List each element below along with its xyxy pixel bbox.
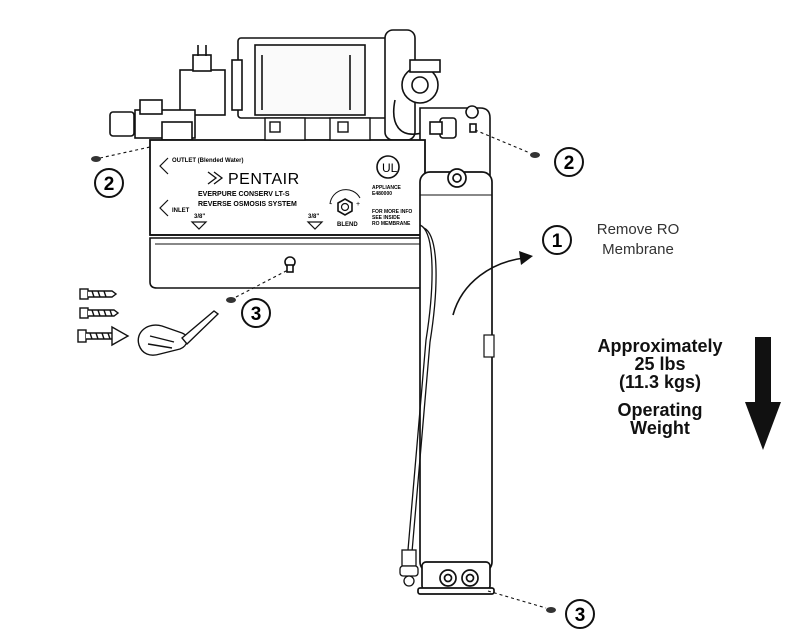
callout-2-right: 2 bbox=[554, 147, 584, 177]
callout-2-right-label: 2 bbox=[564, 153, 575, 174]
ul-mark: UL bbox=[382, 161, 398, 175]
outlet-label: OUTLET (Blended Water) bbox=[172, 158, 243, 164]
weight-down-arrow bbox=[745, 337, 781, 450]
screw-3-mid bbox=[226, 269, 289, 303]
inlet-label: INLET bbox=[172, 208, 190, 214]
tubing bbox=[399, 224, 437, 587]
callout-1-label: 1 bbox=[552, 231, 563, 252]
listing-line-1: APPLIANCE bbox=[372, 185, 402, 191]
remove-note-line-1: Remove RO bbox=[596, 221, 680, 238]
ro-membrane-housing bbox=[417, 168, 495, 595]
info-line-2: SEE INSIDE bbox=[372, 215, 401, 221]
solenoid-valve bbox=[109, 45, 226, 141]
screw-2-right bbox=[474, 129, 540, 158]
weight-note: Approximately 25 lbs (11.3 kgs) Operatin… bbox=[575, 337, 745, 437]
callout-2-left: 2 bbox=[94, 168, 124, 198]
ul-mark-icon bbox=[376, 155, 400, 179]
remove-membrane-arrow bbox=[452, 251, 533, 316]
remove-note-line-2: Membrane bbox=[602, 241, 674, 258]
product-line-1: EVERPURE CONSERV LT-S bbox=[198, 191, 290, 198]
screw-2-left bbox=[91, 146, 151, 162]
product-line-2: REVERSE OSMOSIS SYSTEM bbox=[198, 201, 297, 208]
blend-minus: - bbox=[330, 201, 333, 208]
callout-2-left-label: 2 bbox=[104, 174, 115, 195]
port-size-right: 3/8" bbox=[308, 214, 319, 220]
listing-line-2: E480000 bbox=[372, 191, 392, 197]
remove-membrane-note: Remove RO Membrane bbox=[578, 220, 698, 260]
pump-motor bbox=[231, 29, 441, 141]
control-panel: OUTLET (Blended Water) PENTAIR EVERPURE … bbox=[149, 117, 426, 236]
blend-plus: + bbox=[356, 201, 360, 208]
blend-label: BLEND bbox=[337, 222, 358, 228]
mounting-bracket bbox=[419, 105, 491, 176]
callout-3-mid: 3 bbox=[241, 298, 271, 328]
weight-note-line-3: (11.3 kgs) bbox=[618, 372, 702, 392]
callout-1: 1 bbox=[542, 225, 572, 255]
hardware-screw-icon bbox=[79, 288, 118, 300]
callout-3-mid-label: 3 bbox=[251, 304, 262, 325]
brand-name: PENTAIR bbox=[228, 171, 300, 188]
weight-note-line-5: Weight bbox=[630, 418, 690, 438]
weight-note-line-1: Approximately bbox=[597, 336, 723, 356]
screwdriver-icon bbox=[137, 310, 220, 356]
hardware-bolt-icon bbox=[79, 307, 120, 319]
screw-3-bottom bbox=[487, 590, 556, 613]
hardware-anchor-icon bbox=[77, 325, 130, 347]
port-size-left: 3/8" bbox=[194, 214, 205, 220]
callout-3-bottom: 3 bbox=[565, 599, 595, 629]
callout-3-bottom-label: 3 bbox=[575, 605, 586, 626]
lower-bracket bbox=[149, 237, 426, 289]
info-line-1: FOR MORE INFO bbox=[372, 209, 412, 215]
info-line-3: RO MEMBRANE bbox=[372, 221, 411, 227]
weight-note-line-2: 25 lbs bbox=[634, 354, 686, 374]
weight-note-line-4: Operating bbox=[617, 400, 703, 420]
